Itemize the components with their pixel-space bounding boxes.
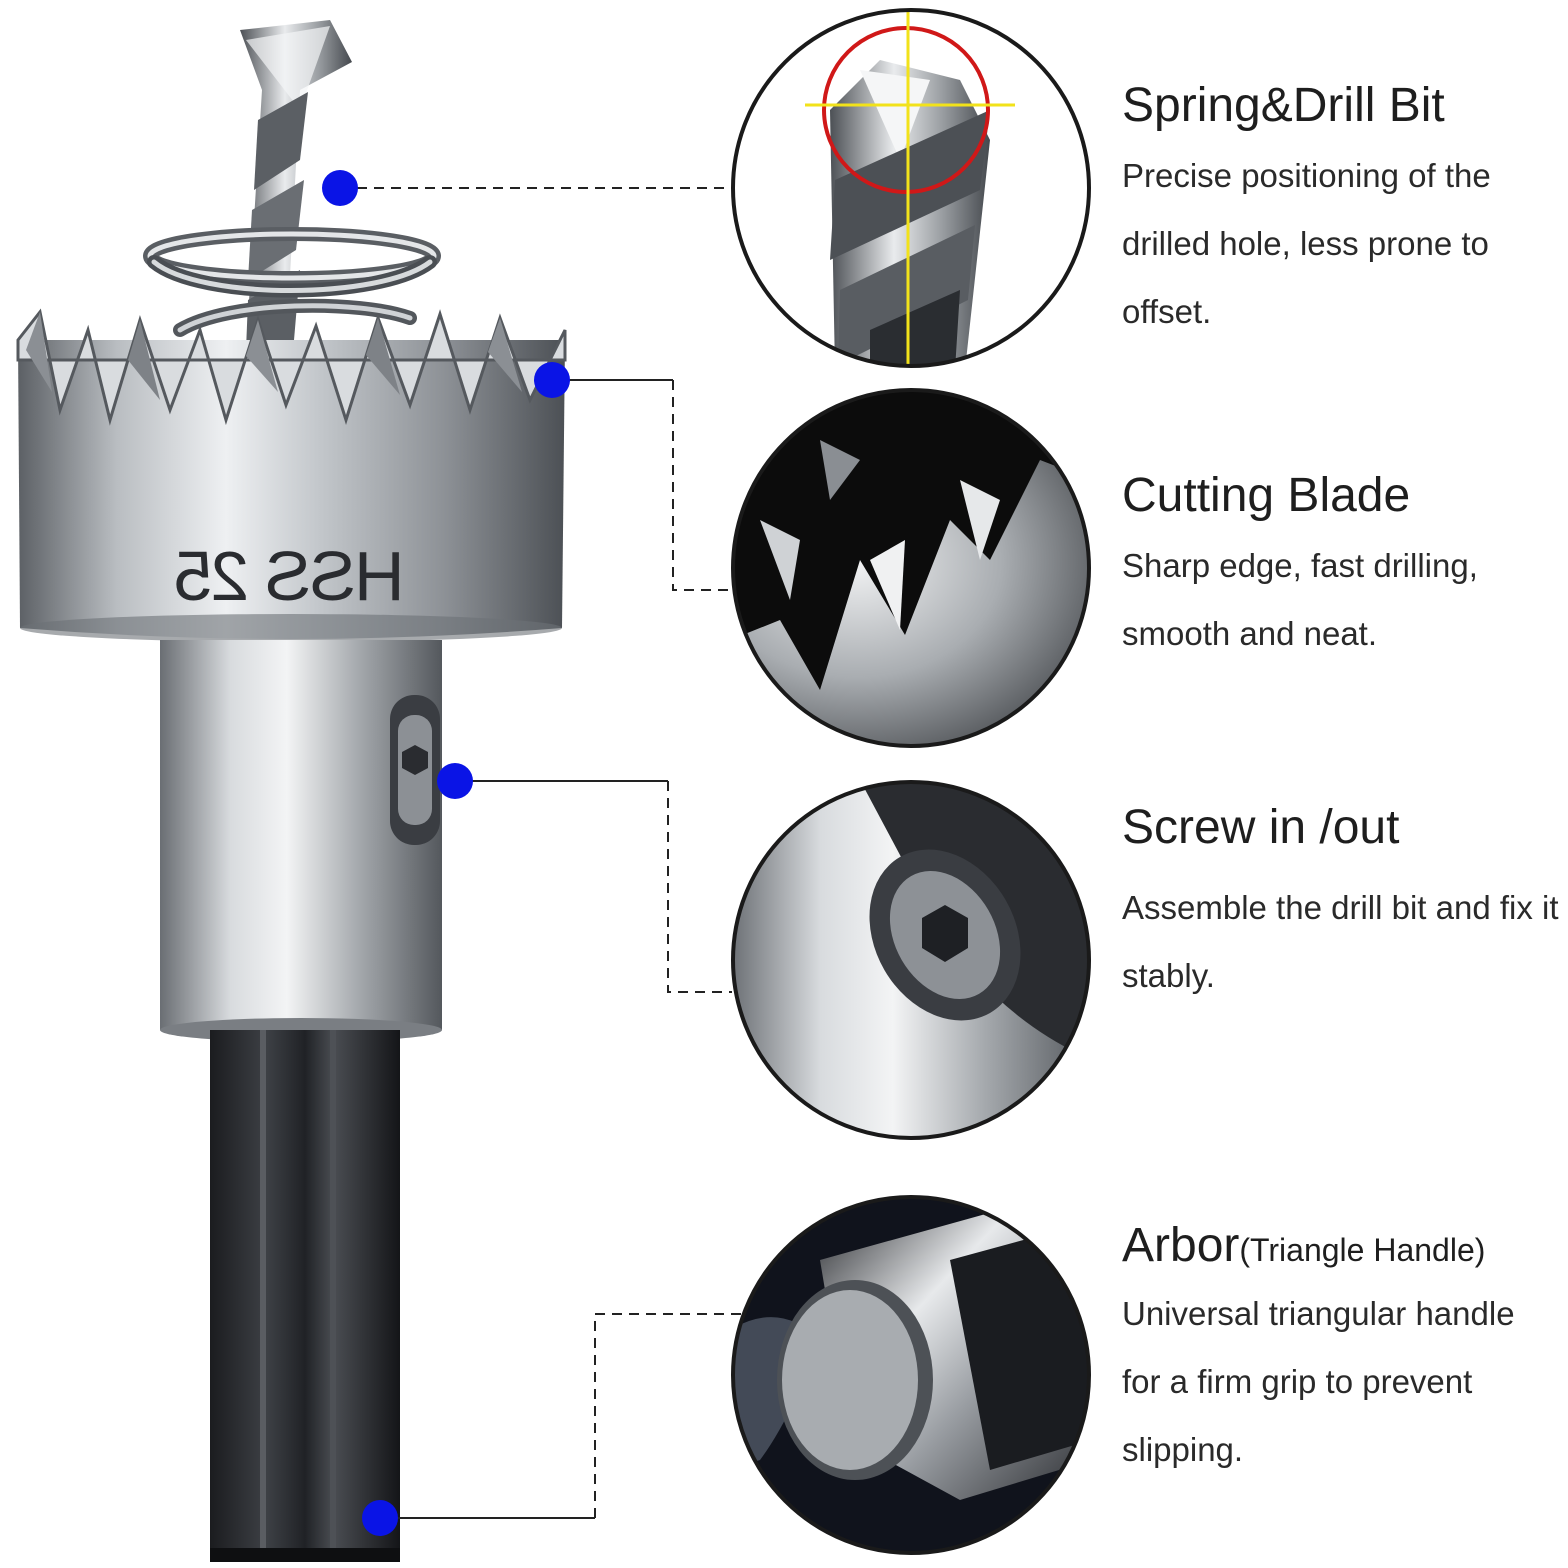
hole-saw-illustration: HSS 25 — [16, 20, 567, 1562]
callout-dot-cutting-blade — [534, 362, 570, 398]
engraving-text: HSS 25 — [175, 537, 404, 615]
spring — [143, 227, 441, 337]
feature-arbor: Arbor(Triangle Handle) Universal triangu… — [1122, 1218, 1562, 1484]
zoom-drill-bit — [731, 8, 1091, 368]
feature-title: Screw in /out — [1122, 801, 1400, 854]
callout-dot-screw — [437, 763, 473, 799]
feature-description: Sharp edge, fast drilling, smooth and ne… — [1122, 547, 1478, 652]
callout-lines — [340, 187, 745, 1519]
feature-description: Precise positioning of the drilled hole,… — [1122, 157, 1491, 330]
feature-cutting-blade: Cutting Blade Sharp edge, fast drilling,… — [1122, 468, 1562, 668]
saw-cup: HSS 25 — [16, 308, 567, 642]
feature-title: Cutting Blade — [1122, 469, 1411, 522]
callout-dot-arbor — [362, 1500, 398, 1536]
callout-dot-drill-bit — [322, 170, 358, 206]
feature-screw-in-out: Screw in /out Assemble the drill bit and… — [1122, 800, 1562, 1010]
hex-shank — [210, 1030, 400, 1562]
feature-title-suffix: (Triangle Handle) — [1239, 1232, 1486, 1268]
feature-title: Spring&Drill Bit — [1122, 79, 1445, 132]
arbor-shaft — [160, 640, 442, 1042]
zoom-arbor — [731, 1195, 1091, 1555]
feature-spring-drill-bit: Spring&Drill Bit Precise positioning of … — [1122, 78, 1562, 346]
zoom-cutting-blade — [731, 388, 1091, 748]
set-screw — [390, 695, 440, 845]
feature-title: Arbor(Triangle Handle) — [1122, 1219, 1486, 1272]
feature-description: Universal triangular handle for a firm g… — [1122, 1295, 1515, 1468]
zoom-screw — [731, 780, 1091, 1140]
feature-description: Assemble the drill bit and fix it stably… — [1122, 889, 1559, 994]
callout-dots — [322, 170, 570, 1536]
